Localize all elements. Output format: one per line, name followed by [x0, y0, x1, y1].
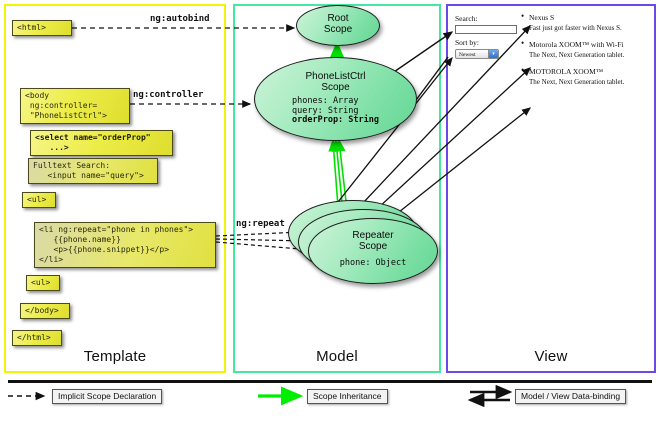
code-box-ul-close: <ul>: [26, 275, 60, 291]
phone-snippet: The Next, Next Generation tablet.: [529, 51, 625, 59]
code-box-ul-open: <ul>: [22, 192, 56, 208]
code-box-fulltext: Fulltext Search: <input name="query">: [28, 158, 158, 184]
code-box-html-close: </html>: [12, 330, 62, 346]
legend-divider: [8, 380, 652, 383]
scope-repeater-title-1: Repeater: [352, 230, 394, 241]
edge-label-ng-controller: ng:controller: [133, 90, 204, 100]
scope-root: Root Scope: [296, 5, 380, 46]
panel-template-label: Template: [83, 348, 147, 365]
scope-repeater-props: phone: Object: [339, 258, 407, 269]
search-label: Search:: [455, 14, 478, 23]
phone-snippet: The Next, Next Generation tablet.: [529, 78, 625, 86]
list-item: Motorola XOOM™ with Wi-Fi The Next, Next…: [520, 38, 656, 61]
scope-prop-query: query: String: [292, 105, 359, 116]
scope-prop-phones: phones: Array: [292, 96, 359, 106]
sort-by-select[interactable]: Newest ▾: [455, 49, 499, 59]
panel-model-label: Model: [316, 348, 358, 365]
code-box-select: <select name="orderProp" ...>: [30, 130, 173, 156]
view-search-form: Search: Sort by: Newest ▾: [455, 14, 517, 59]
legend-label-scope-inheritance: Scope Inheritance: [307, 389, 388, 404]
phone-name[interactable]: MOTOROLA XOOM™: [520, 65, 656, 77]
sort-label: Sort by:: [455, 38, 479, 47]
list-item: MOTOROLA XOOM™ The Next, Next Generation…: [520, 65, 656, 88]
scope-phonelistctrl-title-1: PhoneListCtrl: [305, 71, 366, 82]
scope-phonelistctrl-props: phones: Array query: String orderProp: S…: [292, 96, 379, 126]
scope-root-title-2: Scope: [323, 24, 353, 35]
code-box-body-close: </body>: [20, 303, 70, 319]
code-box-html-open: <html>: [12, 20, 72, 36]
sort-by-selected-value: Newest: [459, 52, 476, 58]
panel-view-label: View: [534, 348, 568, 365]
phone-name[interactable]: Motorola XOOM™ with Wi-Fi: [520, 38, 656, 50]
scope-prop-phone: phone: Object: [339, 258, 407, 268]
scope-repeater: Repeater Scope phone: Object: [308, 218, 438, 284]
phone-list: Nexus S Fast just got faster with Nexus …: [520, 11, 656, 93]
scope-phonelistctrl-title-2: Scope: [321, 82, 350, 93]
code-box-body-open: <body ng:controller= "PhoneListCtrl">: [20, 88, 130, 124]
search-input[interactable]: [455, 25, 517, 34]
legend-label-implicit-scope-declaration: Implicit Scope Declaration: [52, 389, 163, 404]
list-item: Nexus S Fast just got faster with Nexus …: [520, 11, 656, 34]
scope-repeater-title-2: Scope: [358, 241, 388, 252]
chevron-down-icon[interactable]: ▾: [488, 50, 498, 58]
phone-snippet: Fast just got faster with Nexus S.: [529, 24, 622, 32]
edge-label-ng-repeat: ng:repeat: [236, 219, 285, 229]
scope-prop-orderprop: orderProp: String: [292, 115, 379, 125]
legend: Implicit Scope Declaration Scope Inherit…: [0, 378, 660, 421]
edge-label-ng-autobind: ng:autobind: [150, 14, 210, 24]
scope-phonelistctrl: PhoneListCtrl Scope phones: Array query:…: [254, 57, 417, 141]
legend-label-model-view-data-binding: Model / View Data-binding: [515, 389, 627, 404]
scope-root-title-1: Root: [327, 13, 349, 24]
code-box-li-repeat: <li ng:repeat="phone in phones"> {{phone…: [34, 222, 216, 268]
phone-name[interactable]: Nexus S: [520, 11, 656, 23]
